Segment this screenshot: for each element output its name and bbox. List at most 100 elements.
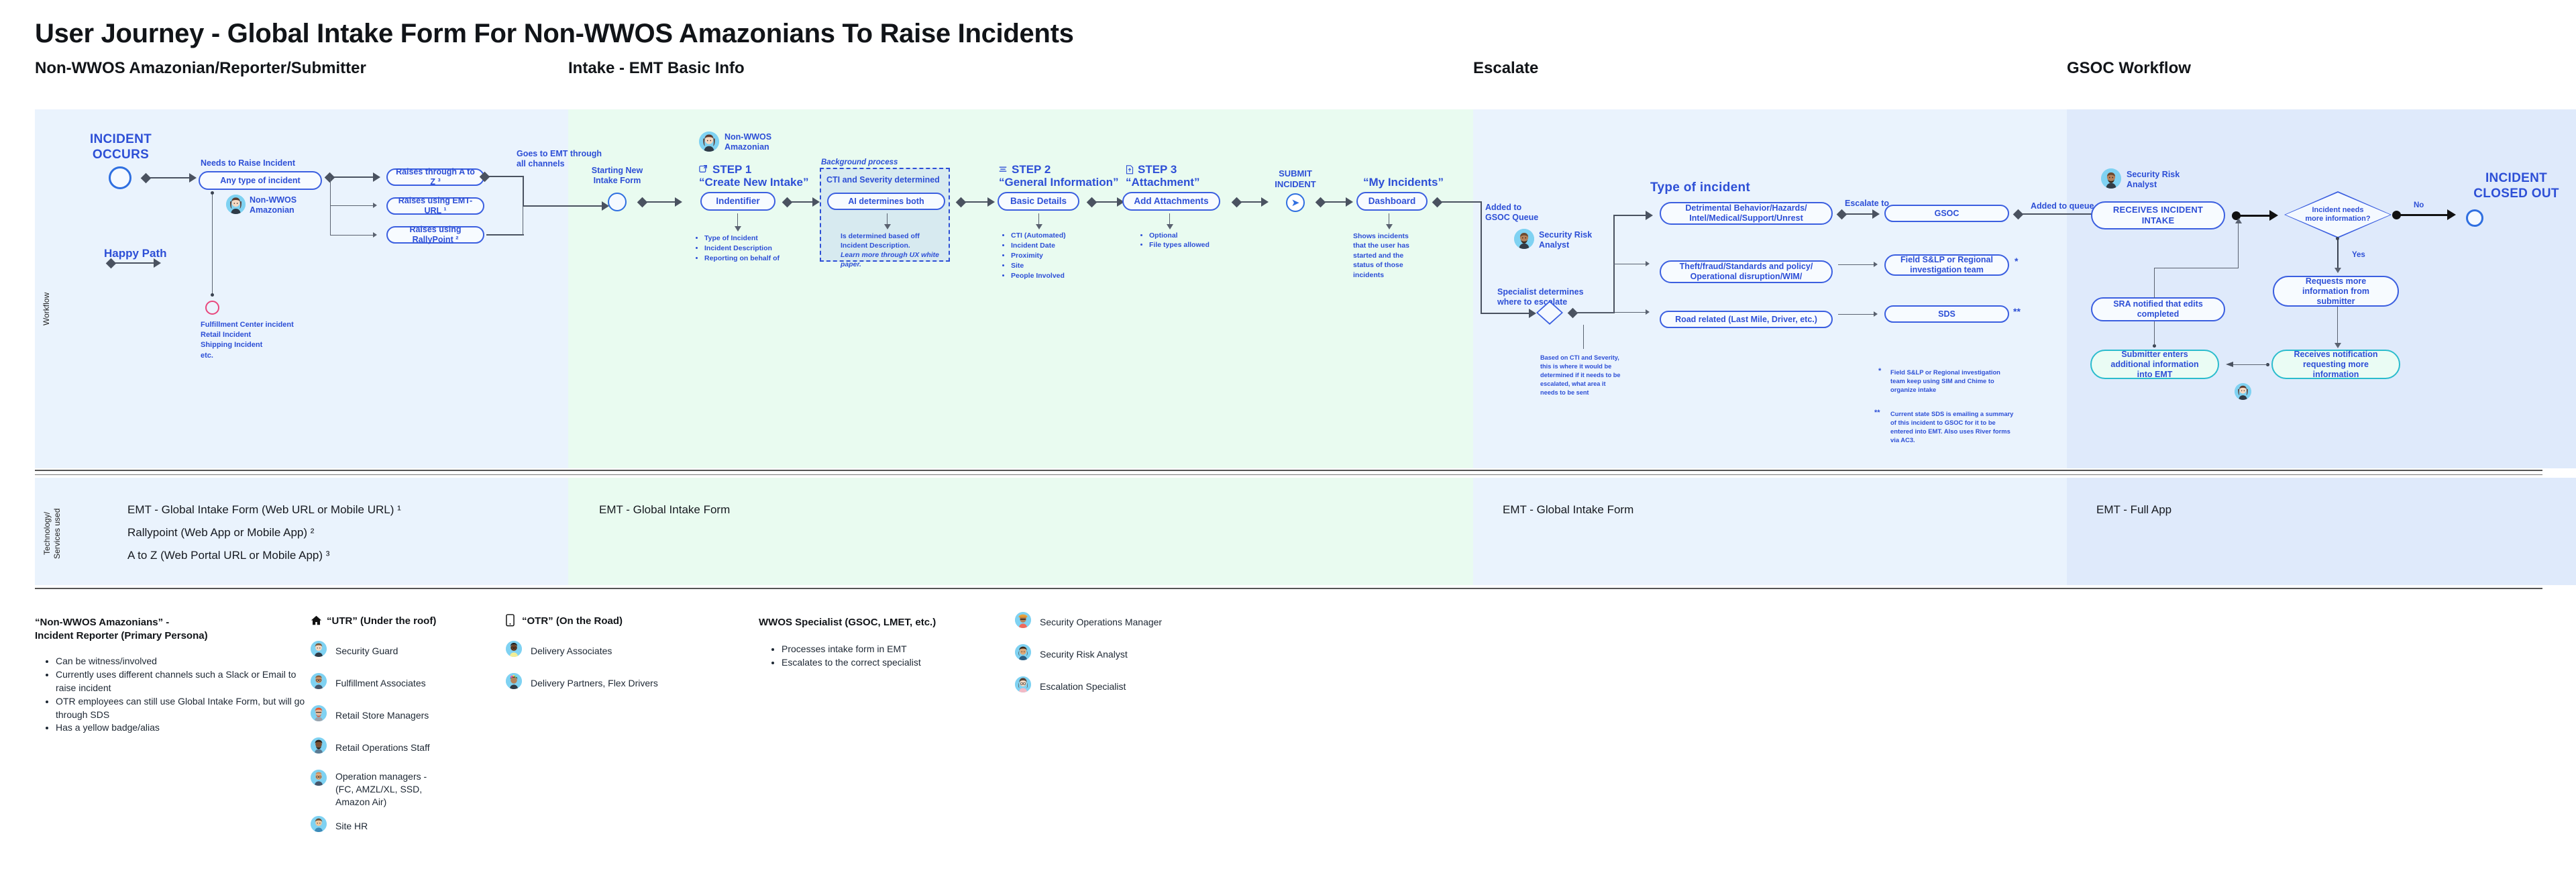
step3-title: “Attachment” [1126, 176, 1200, 189]
spec-item: Escalation Specialist [1040, 681, 1126, 692]
channel-emt-url-node[interactable]: Raises using EMT-URL ¹ [386, 196, 484, 215]
avatar-security-risk-analyst-gsoc [2101, 168, 2121, 189]
lane-header-intake: Intake - EMT Basic Info [568, 59, 745, 77]
persona-bullet: Can be witness/involved [56, 655, 317, 668]
receives-incident-intake-node[interactable]: RECEIVES INCIDENT INTAKE [2091, 201, 2225, 229]
attachment-file-icon [1126, 165, 1134, 174]
avatar-submitter [2235, 383, 2251, 400]
footnote-text-2: Current state SDS is emailing a summary … [1890, 410, 2014, 444]
legend-persona-bullets: Can be witness/involved Currently uses d… [44, 655, 317, 735]
any-type-of-incident-node[interactable]: Any type of incident [199, 171, 322, 190]
otr-item: Delivery Partners, Flex Drivers [531, 678, 658, 688]
submit-incident-label: SUBMIT INCIDENT [1275, 168, 1316, 189]
page-title: User Journey - Global Intake Form For No… [35, 19, 1074, 48]
incident-occurs-label: INCIDENT OCCURS [89, 132, 152, 162]
starting-new-intake-label: Starting New Intake Form [591, 166, 643, 186]
row-label-technology: Technology/ Services used [42, 508, 62, 559]
requests-more-info-node[interactable]: Requests more information from submitter [2273, 276, 2399, 307]
submit-icon[interactable]: ➤ [1286, 193, 1305, 212]
legend-persona-title: “Non-WWOS Amazonians” - Incident Reporte… [35, 617, 208, 641]
tech-lane3-item: EMT - Global Intake Form [1503, 503, 1634, 516]
lane-header-escalate: Escalate [1473, 59, 1539, 77]
footnote-marker-1: * [1878, 367, 1882, 375]
tech-band-gsoc [2067, 478, 2576, 585]
incident-type-theft-node[interactable]: Theft/fraud/Standards and policy/ Operat… [1660, 260, 1833, 283]
step3-add-attachments-node[interactable]: Add Attachments [1122, 192, 1220, 211]
step2-basic-details-node[interactable]: Basic Details [998, 192, 1079, 211]
avatar-security-operations-manager [1015, 612, 1031, 628]
cti-note-italic: Learn more through UX white paper. [841, 251, 940, 269]
utr-item: Retail Store Managers [335, 710, 429, 721]
home-icon [311, 615, 322, 626]
escalate-target-field-slp-node[interactable]: Field S&LP or Regional investigation tea… [1884, 254, 2009, 276]
persona-bullet: Has a yellow badge/alias [56, 721, 317, 735]
goes-to-emt-label: Goes to EMT through all channels [517, 149, 602, 169]
sra-notified-node[interactable]: SRA notified that edits completed [2091, 297, 2225, 321]
utr-item: Fulfillment Associates [335, 678, 426, 688]
submitter-enters-info-node[interactable]: Submitter enters additional information … [2090, 350, 2219, 379]
incident-type-road-node[interactable]: Road related (Last Mile, Driver, etc.) [1660, 311, 1833, 328]
marker-double-asterisk: ** [2013, 306, 2021, 317]
spec-bullet: Escalates to the correct specialist [782, 656, 1036, 670]
incident-type-detrimental-node[interactable]: Detrimental Behavior/Hazards/ Intel/Medi… [1660, 202, 1833, 225]
alt-path-circle [205, 301, 219, 315]
start-event-circle [109, 166, 131, 189]
lane-header-reporter: Non-WWOS Amazonian/Reporter/Submitter [35, 59, 366, 77]
tech-lane1-item: EMT - Global Intake Form (Web URL or Mob… [127, 503, 401, 516]
legend-otr-title: “OTR” (On the Road) [522, 615, 623, 627]
tech-lane4-item: EMT - Full App [2096, 503, 2172, 516]
step1-number: STEP 1 [712, 163, 752, 176]
dashboard-node[interactable]: Dashboard [1356, 192, 1428, 211]
tech-lane2-item: EMT - Global Intake Form [599, 503, 731, 516]
utr-item: Site HR [335, 821, 368, 831]
dashboard-note: Shows incidents that the user has starte… [1353, 232, 1410, 279]
persona-bullet: Currently uses different channels such a… [56, 668, 317, 695]
specialist-note: Specialist determines where to escalate [1497, 287, 1584, 307]
decision-label: Incident needs more information? [2305, 205, 2371, 223]
cti-severity-header: CTI and Severity determined [826, 175, 940, 185]
tech-band-escalate [1473, 478, 2067, 585]
utr-item: Security Guard [335, 646, 398, 656]
footnote-text-1: Field S&LP or Regional investigation tea… [1890, 368, 2000, 394]
escalate-to-label: Escalate to [1845, 199, 1890, 208]
escalate-target-sds-node[interactable]: SDS [1884, 305, 2009, 323]
cti-note: Is determined based off Incident Descrip… [841, 232, 920, 250]
avatar-security-guard [311, 641, 327, 657]
list-icon [999, 165, 1007, 173]
utr-item: Retail Operations Staff [335, 742, 430, 753]
step2-bullet: Incident Date [1011, 241, 1118, 251]
alt-incidents-label: Fulfillment Center incident Retail Incid… [201, 321, 294, 360]
persona-bullet: OTR employees can still use Global Intak… [56, 695, 317, 722]
step1-bullet: Reporting on behalf of [704, 254, 825, 264]
persona-label-lane2: Non-WWOS Amazonian [724, 132, 772, 152]
swimlane-band-reporter [35, 109, 568, 468]
tech-band-reporter [35, 478, 568, 585]
background-process-box [820, 168, 950, 262]
step1-identifier-node[interactable]: Indentifier [700, 192, 775, 211]
avatar-non-wwos-amazonian [226, 195, 246, 214]
step1-title: “Create New Intake” [699, 176, 809, 189]
avatar-non-wwos-amazonian-intake [699, 132, 719, 152]
spec-item: Security Risk Analyst [1040, 649, 1128, 660]
swimlane-band-intake [568, 109, 1473, 468]
escalate-target-gsoc-node[interactable]: GSOC [1884, 205, 2009, 222]
channel-a-to-z-node[interactable]: Raises through A to Z ³ [386, 167, 484, 187]
no-branch-label: No [2414, 201, 2424, 209]
spec-bullet: Processes intake form in EMT [782, 643, 1036, 656]
step2-bullet: CTI (Automated) [1011, 231, 1118, 241]
persona-label-lane3: Security Risk Analyst [1539, 230, 1593, 250]
avatar-delivery-associate [506, 641, 522, 657]
step2-bullet: Site [1011, 261, 1118, 271]
legend-utr-title: “UTR” (Under the roof) [327, 615, 437, 627]
persona-label-lane1: Non-WWOS Amazonian [250, 195, 297, 215]
external-link-icon [699, 164, 708, 173]
row-label-workflow: Workflow [42, 292, 51, 325]
legend-specialist-bullets: Processes intake form in EMT Escalates t… [770, 643, 1036, 670]
ai-determines-node[interactable]: AI determines both [827, 193, 945, 210]
channel-rallypoint-node[interactable]: Raises using RallyPoint ² [386, 225, 484, 244]
receives-notification-node[interactable]: Receives notification requesting more in… [2271, 350, 2400, 379]
my-incidents-title: “My Incidents” [1363, 176, 1444, 189]
legend-specialist-title: WWOS Specialist (GSOC, LMET, etc.) [759, 617, 936, 628]
step2-bullet: People Involved [1011, 271, 1118, 281]
footnote-marker-2: ** [1874, 409, 1880, 417]
